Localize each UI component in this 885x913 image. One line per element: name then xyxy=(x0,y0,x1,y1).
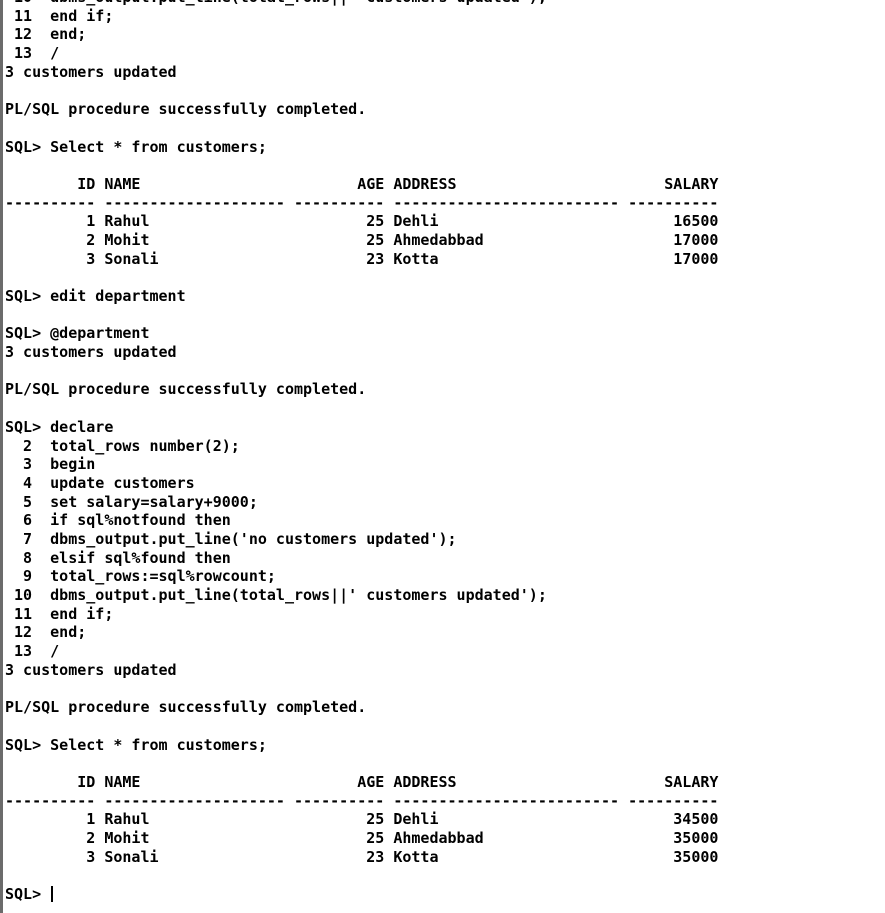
console-line xyxy=(5,119,880,138)
command-prompt: SQL> xyxy=(5,885,51,903)
console-line: 1 Rahul 25 Dehli 16500 xyxy=(5,212,719,231)
console-line: 10 dbms_output.put_line(total_rows||' cu… xyxy=(5,0,880,7)
console-line: SQL> Select * from customers; xyxy=(5,137,267,156)
console-line: 12 end; xyxy=(5,25,87,44)
console-line xyxy=(5,679,880,698)
console-line xyxy=(5,399,880,418)
console-line: SQL> Select * from customers; xyxy=(5,735,267,754)
console-line: PL/SQL procedure successfully completed. xyxy=(5,698,367,717)
console-line xyxy=(5,717,880,736)
text-cursor xyxy=(51,886,54,902)
console-line: 3 begin xyxy=(5,455,96,474)
console-line: SQL> @department xyxy=(5,324,150,343)
console-line: SQL> declare xyxy=(5,417,114,436)
command-prompt-line[interactable]: SQL> xyxy=(5,885,880,904)
console-line: 13 / xyxy=(5,44,60,63)
console-line: ID NAME AGE ADDRESS SALARY xyxy=(5,174,719,193)
console-line xyxy=(5,866,880,885)
console-line xyxy=(5,268,880,287)
console-output[interactable]: 10 dbms_output.put_line(total_rows||' cu… xyxy=(5,0,880,904)
console-line: 3 customers updated xyxy=(5,62,177,81)
console-line: ID NAME AGE ADDRESS SALARY xyxy=(5,772,719,791)
console-line: 9 total_rows:=sql%rowcount; xyxy=(5,567,276,586)
console-line xyxy=(5,754,880,773)
console-line: 2 Mohit 25 Ahmedabbad 35000 xyxy=(5,828,719,847)
console-line: 3 customers updated xyxy=(5,660,177,679)
console-line: 13 / xyxy=(5,642,60,661)
console-line: 3 customers updated xyxy=(5,343,177,362)
console-line: 1 Rahul 25 Dehli 34500 xyxy=(5,810,719,829)
console-line: 7 dbms_output.put_line('no customers upd… xyxy=(5,529,457,548)
console-line: 3 Sonali 23 Kotta 17000 xyxy=(5,249,719,268)
console-line: 10 dbms_output.put_line(total_rows||' cu… xyxy=(5,586,547,604)
console-line: SQL> edit department xyxy=(5,287,186,305)
console-line: ---------- -------------------- --------… xyxy=(5,791,719,810)
console-line: 11 end if; xyxy=(5,604,114,623)
console-line: 8 elsif sql%found then xyxy=(5,548,231,567)
console-line: PL/SQL procedure successfully completed. xyxy=(5,380,367,399)
console-line: 4 update customers xyxy=(5,473,195,492)
console-lines: 10 dbms_output.put_line(total_rows||' cu… xyxy=(5,0,880,885)
console-line: 2 total_rows number(2); xyxy=(5,436,240,455)
console-line xyxy=(5,362,880,381)
console-line: ---------- -------------------- --------… xyxy=(5,193,719,212)
console-line xyxy=(5,81,880,100)
console-line: 11 end if; xyxy=(5,6,114,25)
console-line xyxy=(5,156,880,175)
console-line: 2 Mohit 25 Ahmedabbad 17000 xyxy=(5,230,719,249)
console-line xyxy=(5,306,880,325)
console-line: 6 if sql%notfound then xyxy=(5,511,231,530)
console-line: 3 Sonali 23 Kotta 35000 xyxy=(5,847,719,866)
window-left-border xyxy=(0,0,3,913)
console-line: 12 end; xyxy=(5,623,87,642)
console-line: 5 set salary=salary+9000; xyxy=(5,492,258,511)
console-line: PL/SQL procedure successfully completed. xyxy=(5,100,367,119)
